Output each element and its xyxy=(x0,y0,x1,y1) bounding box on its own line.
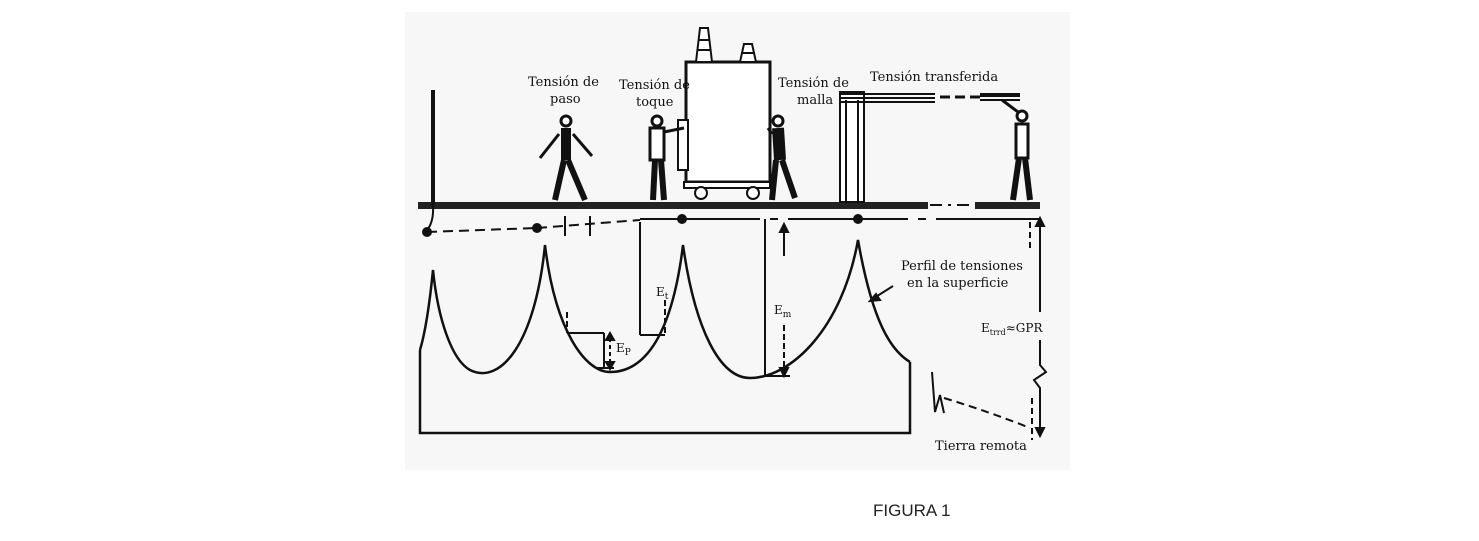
transferred-voltage-label: Tensión transferida xyxy=(870,70,998,85)
remote-earth-label: Tierra remota xyxy=(935,439,1027,454)
ep-label: EP xyxy=(616,341,631,358)
profile-arrow xyxy=(867,285,894,303)
buried-conductor xyxy=(422,214,1040,237)
transferred-voltage-structure xyxy=(839,91,1020,203)
ground-rod-dot xyxy=(422,227,432,237)
ground-rod-dot xyxy=(677,214,687,224)
mesh-voltage-label: Tensión de xyxy=(778,76,849,91)
profile-label: Perfil de tensiones xyxy=(901,259,1023,274)
ground-rod-dot xyxy=(853,214,863,224)
profile-label-2: en la superficie xyxy=(907,276,1009,291)
person-step-voltage xyxy=(538,114,594,202)
person-mesh-voltage xyxy=(766,114,798,201)
touch-voltage-label-2: toque xyxy=(636,95,674,110)
step-voltage-label: Tensión de xyxy=(528,75,599,90)
ground-rod-dot xyxy=(532,223,542,233)
figure-caption: FIGURA 1 xyxy=(873,501,950,520)
person-transferred-voltage xyxy=(1001,98,1033,201)
et-marker xyxy=(639,222,666,336)
ground-surface xyxy=(418,202,1040,209)
step-voltage-label-2: paso xyxy=(550,92,581,107)
touch-voltage-label: Tensión de xyxy=(619,78,690,93)
ep-marker xyxy=(566,312,616,372)
et-label: Et xyxy=(656,285,669,302)
gpr-marker xyxy=(1029,215,1048,440)
em-label: Em xyxy=(774,303,792,320)
etrrd-gpr-label: Etrrd≈GPR xyxy=(981,321,1043,337)
person-touch-voltage xyxy=(648,114,685,201)
mesh-voltage-label-2: malla xyxy=(797,93,833,108)
transformer xyxy=(677,27,772,200)
voltage-profile xyxy=(418,239,1031,435)
em-marker xyxy=(764,219,790,379)
